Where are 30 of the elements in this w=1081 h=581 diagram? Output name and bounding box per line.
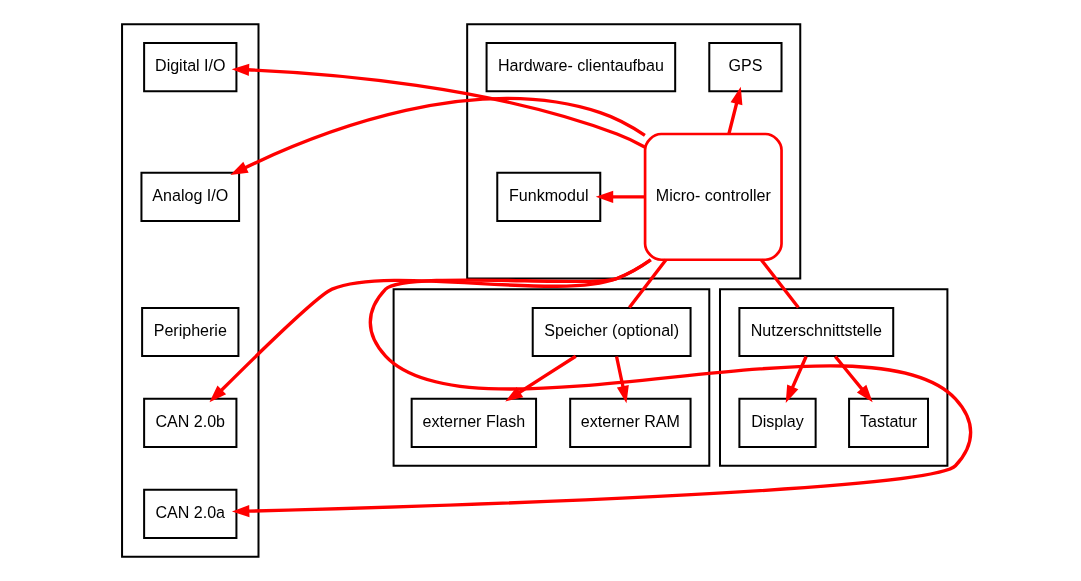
node-box: Nutzerschnittstelle [737, 306, 894, 358]
node-box: Hardware- clientaufbau [485, 42, 676, 93]
node-box: Peripherie [140, 306, 239, 358]
arrow [614, 356, 629, 404]
node-box: externer Flash [410, 397, 537, 448]
arrow [785, 355, 808, 403]
node-box: CAN 2.0b [142, 397, 237, 448]
arrow [231, 258, 972, 518]
arrow [833, 355, 873, 403]
node-box: Micro- controller [643, 132, 783, 262]
cluster [120, 23, 259, 558]
node-box: Analog I/O [139, 171, 240, 222]
arrow [726, 86, 742, 135]
cluster [718, 288, 948, 467]
node-box: Digital I/O [142, 42, 237, 93]
node-box: Funkmodul [495, 171, 601, 222]
node-box: Display [737, 397, 817, 448]
node-box: GPS [707, 42, 783, 93]
node-box: CAN 2.0a [142, 488, 237, 539]
cluster [465, 23, 801, 280]
arrow [595, 190, 645, 203]
node-box: externer RAM [568, 397, 692, 448]
connector [627, 258, 667, 309]
cluster [392, 288, 710, 467]
arrow [504, 354, 577, 402]
arrow [229, 96, 646, 175]
connector [759, 258, 800, 309]
node-box: Speicher (optional) [531, 306, 692, 358]
arrow [231, 63, 645, 149]
node-box: Tastatur [847, 397, 929, 448]
